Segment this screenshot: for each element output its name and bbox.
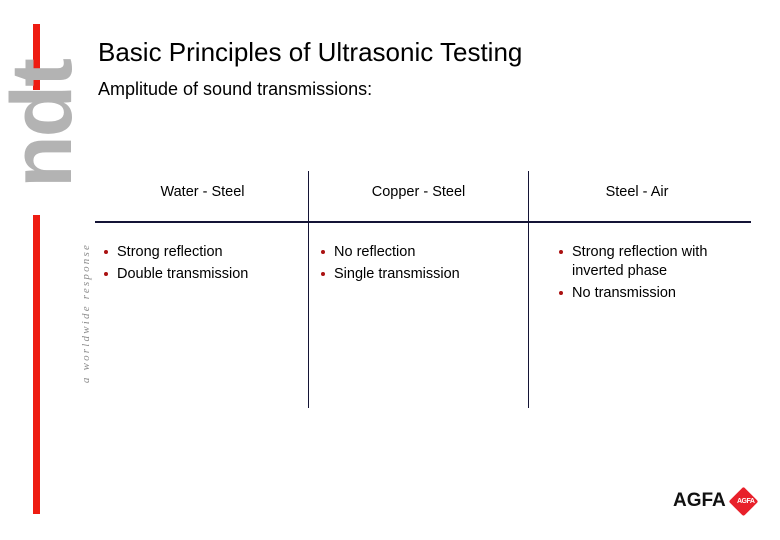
table-header-rule: [95, 221, 751, 223]
list-item: No transmission: [559, 284, 751, 303]
list-item: Strong reflection with inverted phase: [559, 243, 751, 281]
column-header: Steel - Air: [605, 184, 669, 200]
accent-bar-top: [33, 24, 40, 90]
table-column-water-steel: Water - Steel Strong reflection Double t…: [95, 171, 308, 282]
list-item-label: Strong reflection with inverted phase: [572, 244, 708, 279]
list-item: Single transmission: [321, 265, 528, 284]
list-item-label: No reflection: [334, 244, 416, 260]
list-item-label: Strong reflection: [117, 244, 223, 260]
column-header: Water - Steel: [160, 184, 245, 200]
page-subtitle: Amplitude of sound transmissions:: [98, 78, 373, 99]
accent-bar-bottom: [33, 215, 40, 514]
list-item-label: Double transmission: [117, 266, 249, 282]
bullet-dot-icon: [559, 291, 563, 295]
bullet-dot-icon: [104, 250, 108, 254]
bullet-dot-icon: [104, 272, 108, 276]
bullet-list: Strong reflection Double transmission: [95, 243, 308, 287]
comparison-table: Water - Steel Strong reflection Double t…: [95, 171, 751, 411]
column-divider-2: [528, 171, 529, 408]
bullet-dot-icon: [559, 250, 563, 254]
table-column-copper-steel: Copper - Steel No reflection Single tran…: [309, 171, 528, 282]
list-item: Double transmission: [104, 265, 308, 284]
agfa-diamond-label: AGFA: [736, 497, 755, 505]
page-title: Basic Principles of Ultrasonic Testing: [98, 37, 523, 68]
table-column-steel-air: Steel - Air Strong reflection with inver…: [529, 171, 751, 301]
ndt-tagline: a worldwide response: [80, 242, 92, 384]
bullet-list: No reflection Single transmission: [309, 243, 528, 287]
list-item-label: No transmission: [572, 285, 676, 301]
column-divider-1: [308, 171, 309, 408]
bullet-dot-icon: [321, 250, 325, 254]
list-item-label: Single transmission: [334, 266, 460, 282]
brand-rail: ndt a worldwide response: [0, 0, 95, 540]
column-header: Copper - Steel: [371, 184, 466, 200]
list-item: No reflection: [321, 243, 528, 262]
list-item: Strong reflection: [104, 243, 308, 262]
agfa-logo: AGFA AGFA: [673, 486, 759, 516]
agfa-diamond-icon: AGFA: [728, 486, 759, 516]
bullet-dot-icon: [321, 272, 325, 276]
ndt-wordmark: ndt: [0, 60, 90, 188]
bullet-list: Strong reflection with inverted phase No…: [529, 243, 751, 306]
agfa-wordmark: AGFA: [673, 490, 726, 511]
